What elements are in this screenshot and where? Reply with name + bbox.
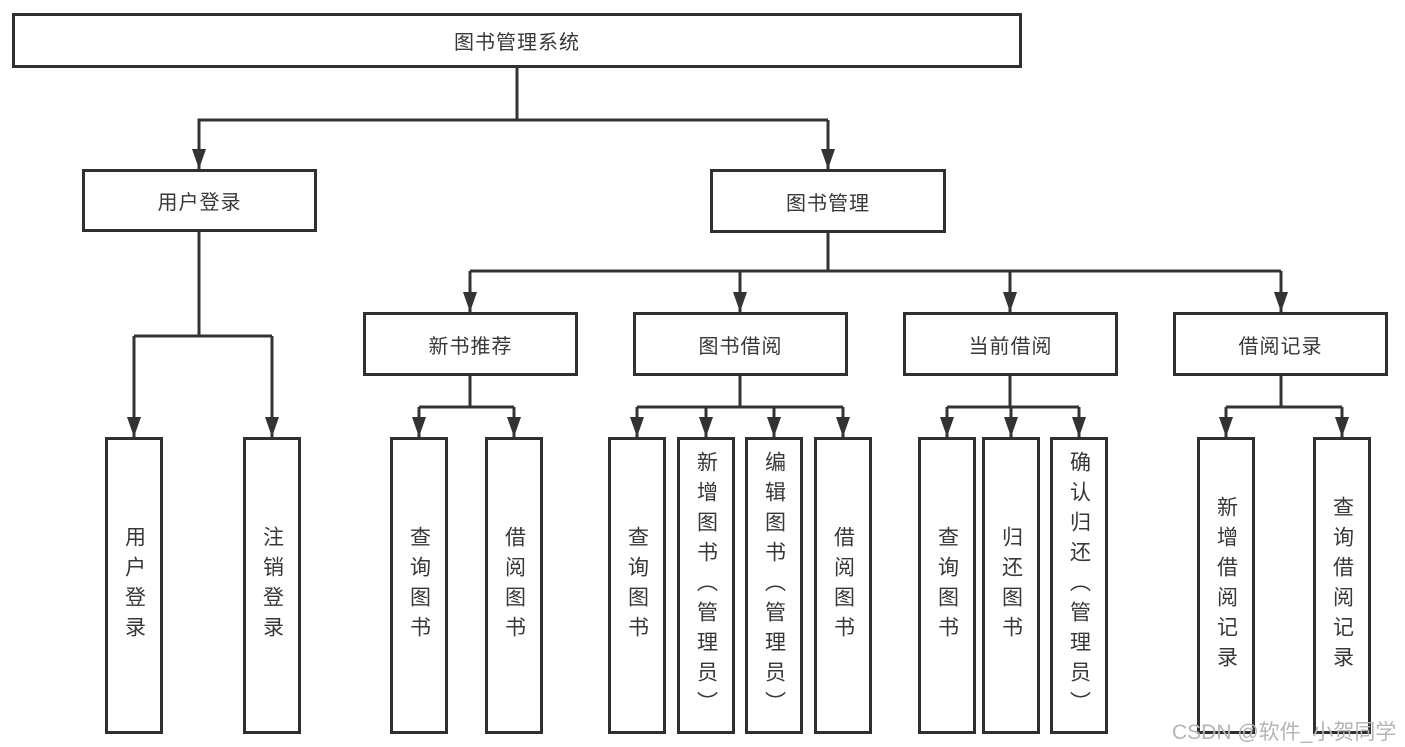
- node-book-borrowing: 图书借阅: [633, 312, 848, 376]
- node-user-login: 用户登录: [82, 169, 317, 232]
- node-label: 图书管理系统: [454, 32, 580, 54]
- leaf-label: 查询图书: [935, 525, 959, 646]
- node-label: 图书借阅: [698, 335, 783, 358]
- node-borrowing-records: 借阅记录: [1173, 312, 1388, 376]
- leaf-borrowing-add-book-admin: 新增图书（管理员）: [677, 437, 735, 734]
- leaf-label: 用户登录: [122, 525, 146, 646]
- leaf-records-query-record: 查询借阅记录: [1313, 437, 1371, 734]
- leaf-recommend-borrow-book: 借阅图书: [485, 437, 543, 734]
- node-book-management: 图书管理: [710, 169, 946, 233]
- leaf-label: 借阅图书: [502, 525, 526, 646]
- node-label: 用户登录: [157, 192, 242, 214]
- leaf-label: 查询图书: [407, 525, 431, 646]
- leaf-label: 归还图书: [999, 525, 1023, 646]
- node-root-library-system: 图书管理系统: [12, 13, 1022, 68]
- node-label: 借阅记录: [1238, 335, 1323, 358]
- node-current-borrowing: 当前借阅: [903, 312, 1118, 376]
- leaf-borrowing-edit-book-admin: 编辑图书（管理员）: [745, 437, 803, 734]
- leaf-label: 注销登录: [260, 525, 284, 646]
- leaf-recommend-query-book: 查询图书: [390, 437, 448, 734]
- node-label: 当前借阅: [968, 335, 1053, 358]
- leaf-borrowing-borrow-book: 借阅图书: [814, 437, 872, 734]
- csdn-watermark: CSDN @软件_小贺同学: [1172, 721, 1397, 744]
- node-label: 图书管理: [786, 192, 870, 215]
- leaf-records-add-record: 新增借阅记录: [1197, 437, 1255, 734]
- leaf-logout: 注销登录: [243, 437, 301, 734]
- node-label: 新书推荐: [428, 335, 513, 358]
- leaf-current-query-book: 查询图书: [918, 437, 976, 734]
- leaf-label: 查询借阅记录: [1330, 495, 1354, 676]
- leaf-label: 新增借阅记录: [1214, 495, 1238, 676]
- leaf-label: 查询图书: [625, 525, 649, 646]
- leaf-user-login: 用户登录: [105, 437, 163, 734]
- leaf-current-return-book: 归还图书: [982, 437, 1040, 734]
- leaf-label: 确认归还（管理员）: [1067, 450, 1091, 721]
- node-new-book-recommend: 新书推荐: [363, 312, 578, 376]
- leaf-label: 新增图书（管理员）: [694, 450, 718, 721]
- leaf-label: 编辑图书（管理员）: [762, 450, 786, 721]
- leaf-label: 借阅图书: [831, 525, 855, 646]
- leaf-borrowing-query-book: 查询图书: [608, 437, 666, 734]
- leaf-current-confirm-return-admin: 确认归还（管理员）: [1050, 437, 1108, 734]
